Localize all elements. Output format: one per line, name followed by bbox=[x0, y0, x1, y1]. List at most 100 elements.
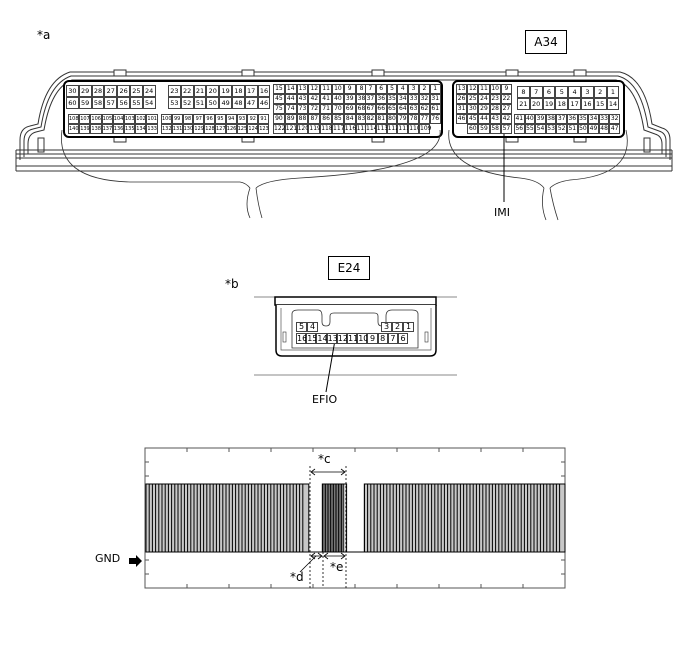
pin-cell: 110 bbox=[408, 124, 421, 134]
label-b: *b bbox=[225, 277, 239, 291]
pin-cell: 44 bbox=[478, 114, 490, 124]
pin-cell: 16 bbox=[581, 98, 594, 110]
label-e: *e bbox=[330, 560, 344, 574]
pin-cell: 128 bbox=[204, 124, 215, 134]
pin-cell: 5 bbox=[296, 322, 307, 332]
pin-cell: 11 bbox=[347, 333, 359, 344]
pin-cell: 56 bbox=[514, 124, 525, 134]
pin-cell: 118 bbox=[320, 124, 333, 134]
gnd-label: GND bbox=[95, 552, 121, 565]
pin-cell: 47 bbox=[609, 124, 620, 134]
pin-cell: 85 bbox=[332, 114, 344, 124]
pin-cell: 106 bbox=[90, 114, 102, 124]
pin-cell: 67 bbox=[365, 104, 376, 114]
pin-cell: 41 bbox=[320, 94, 332, 104]
pin-cell: 7 bbox=[365, 84, 376, 94]
pin-cell: 89 bbox=[284, 114, 297, 124]
pin-cell: 116 bbox=[343, 124, 357, 134]
pin-cell: 55 bbox=[524, 124, 536, 134]
pin-cell: 36 bbox=[375, 94, 387, 104]
pin-cell: 15 bbox=[273, 84, 285, 94]
pin-cell: 30 bbox=[467, 104, 479, 114]
pin-cell: 45 bbox=[273, 94, 285, 104]
pin-cell: 9 bbox=[343, 84, 356, 94]
pin-cell: 19 bbox=[542, 98, 556, 110]
efio-pin-label: EFIO bbox=[312, 393, 338, 406]
pin-cell: 64 bbox=[397, 104, 409, 114]
pin-cell: 31 bbox=[429, 94, 441, 104]
pin-cell: 65 bbox=[386, 104, 398, 114]
pin-cell: 61 bbox=[429, 104, 441, 114]
pin-cell: 96 bbox=[204, 114, 215, 124]
pin-cell: 33 bbox=[408, 94, 419, 104]
pin-cell: 53 bbox=[545, 124, 557, 134]
pin-cell: 32 bbox=[609, 114, 620, 124]
pin-cell: 135 bbox=[124, 124, 136, 134]
pulse-waveform bbox=[145, 483, 565, 553]
pin-cell: 77 bbox=[419, 114, 430, 124]
pin-cell: 56 bbox=[117, 97, 130, 109]
pin-cell: 63 bbox=[408, 104, 419, 114]
pin-cell: 2 bbox=[593, 86, 607, 98]
pin-cell: 123 bbox=[258, 124, 269, 134]
pin-cell: 47 bbox=[244, 97, 258, 109]
pin-cell: 113 bbox=[375, 124, 389, 134]
pin-cell: 17 bbox=[244, 85, 258, 97]
pin-cell: 39 bbox=[343, 94, 356, 104]
pin-cell: 35 bbox=[386, 94, 398, 104]
pin-cell: 5 bbox=[555, 86, 569, 98]
pin-cell bbox=[456, 124, 468, 134]
pin-cell: 12 bbox=[336, 333, 348, 344]
pin-cell: 26 bbox=[456, 94, 468, 104]
pin-cell: 109 bbox=[419, 124, 432, 134]
pin-cell: 8 bbox=[517, 86, 530, 98]
pin-cell: 103 bbox=[124, 114, 136, 124]
pin-cell: 38 bbox=[545, 114, 557, 124]
efio-leader-line bbox=[325, 339, 336, 393]
pin-cell: 99 bbox=[171, 114, 183, 124]
pin-cell: 51 bbox=[193, 97, 207, 109]
pin-cell: 80 bbox=[386, 114, 398, 124]
pin-cell: 15 bbox=[306, 333, 318, 344]
pin-cell: 137 bbox=[101, 124, 113, 134]
pin-cell: 24 bbox=[478, 94, 490, 104]
pin-cell: 10 bbox=[357, 333, 369, 344]
pin-cell: 21 bbox=[517, 98, 530, 110]
pin-cell: 6 bbox=[375, 84, 387, 94]
label-c: *c bbox=[318, 452, 331, 466]
pin-cell: 76 bbox=[429, 114, 441, 124]
pin-cell: 122 bbox=[273, 124, 286, 134]
pin-cell: 2 bbox=[392, 322, 403, 332]
pin-cell: 54 bbox=[142, 97, 156, 109]
pin-cell: 42 bbox=[308, 94, 321, 104]
pin-cell: 12 bbox=[467, 84, 479, 94]
pin-cell: 10 bbox=[489, 84, 501, 94]
pin-cell: 98 bbox=[182, 114, 194, 124]
pin-cell: 133 bbox=[146, 124, 158, 134]
pin-cell: 3 bbox=[381, 322, 392, 332]
pin-cell: 32 bbox=[419, 94, 430, 104]
connector-tag-a34: A34 bbox=[525, 30, 567, 54]
pin-cell: 93 bbox=[236, 114, 248, 124]
pin-cell: 79 bbox=[397, 114, 409, 124]
pin-cell: 114 bbox=[365, 124, 378, 134]
pin-cell: 58 bbox=[489, 124, 501, 134]
pin-cell: 55 bbox=[130, 97, 143, 109]
pin-cell: 92 bbox=[247, 114, 259, 124]
pin-cell: 57 bbox=[104, 97, 118, 109]
wire-harness bbox=[61, 129, 628, 221]
pin-cell: 132 bbox=[161, 124, 172, 134]
pin-cell: 10 bbox=[332, 84, 344, 94]
pin-cell: 59 bbox=[478, 124, 490, 134]
pin-cell: 4 bbox=[568, 86, 581, 98]
pin-cell: 50 bbox=[206, 97, 220, 109]
pin-cell: 18 bbox=[232, 85, 245, 97]
pin-cell: 11 bbox=[320, 84, 332, 94]
pin-cell: 75 bbox=[273, 104, 285, 114]
pin-cell: 13 bbox=[456, 84, 468, 94]
pin-cell: 62 bbox=[419, 104, 430, 114]
pin-cell: 33 bbox=[598, 114, 610, 124]
pin-cell: 15 bbox=[593, 98, 607, 110]
pin-cell: 43 bbox=[296, 94, 309, 104]
pin-cell: 127 bbox=[215, 124, 226, 134]
